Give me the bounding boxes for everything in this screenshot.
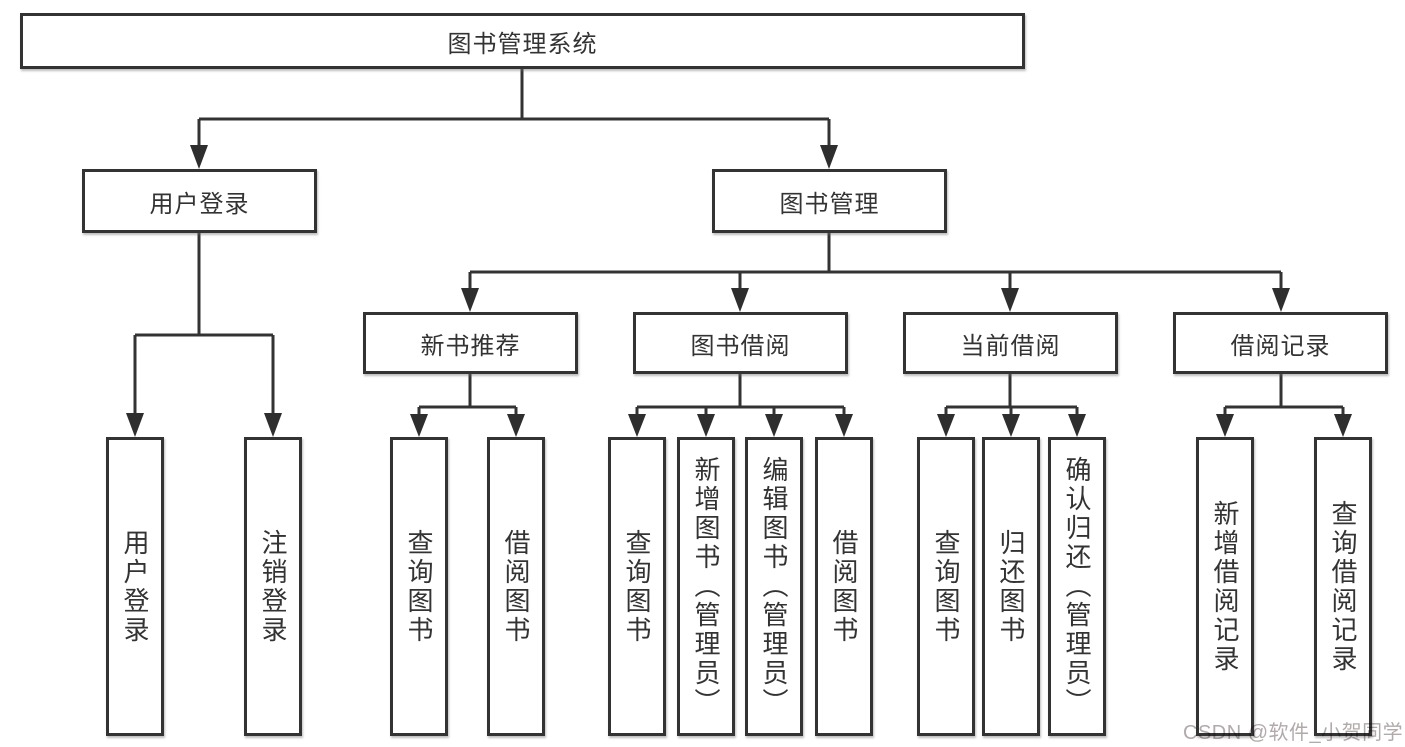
node-new-book-recommendation: 新书推荐 — [363, 312, 578, 374]
leaf-search-borrow-record-label: 查询借阅记录 — [1328, 499, 1358, 674]
node-root-label: 图书管理系统 — [447, 30, 598, 58]
leaf-search-book-current-label: 查询图书 — [931, 528, 961, 645]
leaf-add-borrow-record-label: 新增借阅记录 — [1210, 499, 1240, 674]
leaf-search-book-recommend: 查询图书 — [390, 437, 448, 736]
leaf-edit-book-admin: 编辑图书（管理员） — [745, 437, 803, 736]
leaf-user-login-label: 用户登录 — [120, 528, 150, 645]
leaf-search-borrow-record: 查询借阅记录 — [1314, 437, 1372, 736]
leaf-edit-book-admin-label: 编辑图书（管理员） — [759, 456, 789, 717]
node-current-borrowing-label: 当前借阅 — [960, 332, 1061, 360]
node-borrowing-records: 借阅记录 — [1173, 312, 1388, 374]
leaf-confirm-return-admin: 确认归还（管理员） — [1048, 437, 1106, 736]
leaf-logout-label: 注销登录 — [258, 528, 288, 645]
leaf-add-book-admin: 新增图书（管理员） — [677, 437, 735, 736]
node-user-login: 用户登录 — [82, 169, 317, 233]
leaf-search-book-recommend-label: 查询图书 — [404, 528, 434, 645]
leaf-search-book-borrowing: 查询图书 — [608, 437, 666, 736]
leaf-add-borrow-record: 新增借阅记录 — [1196, 437, 1254, 736]
node-book-management-label: 图书管理 — [779, 190, 880, 218]
leaf-confirm-return-admin-label: 确认归还（管理员） — [1062, 456, 1092, 717]
leaf-user-login: 用户登录 — [106, 437, 164, 736]
node-book-borrowing-label: 图书借阅 — [690, 332, 791, 360]
leaf-borrow-book-borrowing-label: 借阅图书 — [829, 528, 859, 645]
leaf-logout: 注销登录 — [244, 437, 302, 736]
node-current-borrowing: 当前借阅 — [903, 312, 1118, 374]
leaf-add-book-admin-label: 新增图书（管理员） — [691, 456, 721, 717]
node-new-book-recommendation-label: 新书推荐 — [420, 332, 521, 360]
node-user-login-label: 用户登录 — [149, 190, 250, 218]
leaf-return-book: 归还图书 — [982, 437, 1040, 736]
leaf-borrow-book-recommend-label: 借阅图书 — [501, 528, 531, 645]
node-root: 图书管理系统 — [20, 13, 1025, 69]
node-book-management: 图书管理 — [712, 169, 947, 233]
node-borrowing-records-label: 借阅记录 — [1230, 332, 1331, 360]
leaf-search-book-current: 查询图书 — [917, 437, 975, 736]
leaf-return-book-label: 归还图书 — [996, 528, 1026, 645]
leaf-search-book-borrowing-label: 查询图书 — [622, 528, 652, 645]
leaf-borrow-book-recommend: 借阅图书 — [487, 437, 545, 736]
watermark: CSDN @软件_小贺同学 — [1183, 722, 1404, 744]
leaf-borrow-book-borrowing: 借阅图书 — [815, 437, 873, 736]
node-book-borrowing: 图书借阅 — [633, 312, 848, 374]
